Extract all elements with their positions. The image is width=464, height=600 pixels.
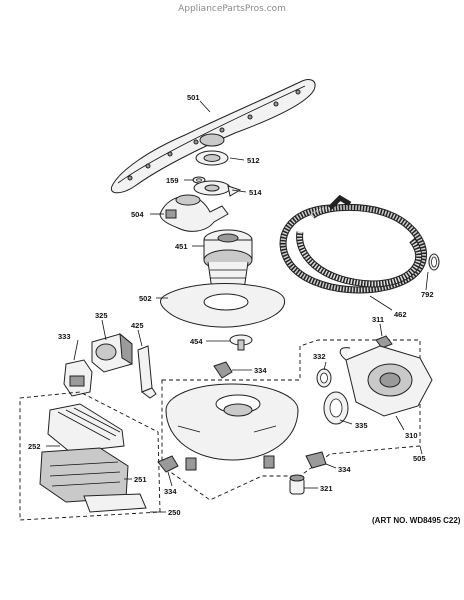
spray-arm-illustration <box>110 79 316 194</box>
callout-252: 252 <box>28 442 41 451</box>
wash-pump-illustration <box>339 345 433 417</box>
callout-792: 792 <box>421 290 434 299</box>
valve-illustration <box>289 474 305 495</box>
drain-hose-illustration <box>279 194 427 294</box>
clip-illustration-top <box>213 361 233 379</box>
clip-illustration-left <box>157 455 179 473</box>
seal-illustration <box>375 335 393 349</box>
callout-332: 332 <box>313 352 326 361</box>
bearing-ring-illustration <box>195 150 229 166</box>
part-callouts: 501 512 159 514 504 451 502 462 792 325 … <box>28 93 434 517</box>
callout-333: 333 <box>58 332 71 341</box>
callout-321: 321 <box>320 484 333 493</box>
leader-lines <box>46 100 429 513</box>
heater-assembly-illustration <box>39 403 147 513</box>
callout-159: 159 <box>166 176 179 185</box>
clamp-illustration <box>316 368 332 388</box>
callout-502: 502 <box>139 294 152 303</box>
callout-425: 425 <box>131 321 144 330</box>
callout-310: 310 <box>405 431 418 440</box>
callout-334-left: 334 <box>164 487 177 496</box>
art-number: (ART NO. WD8495 C22) <box>372 516 461 525</box>
sensor-illustration <box>63 359 93 397</box>
callout-325: 325 <box>95 311 108 320</box>
grommet-illustration <box>323 391 349 425</box>
manifold-illustration <box>159 194 229 232</box>
sump-cover-group-outline <box>19 391 161 521</box>
clip-illustration-right <box>305 451 327 469</box>
callout-250: 250 <box>168 508 181 517</box>
callout-512: 512 <box>247 156 260 165</box>
sump-group-outline <box>161 339 421 501</box>
circulation-motor-illustration <box>91 332 133 373</box>
callout-454: 454 <box>190 337 203 346</box>
callout-251: 251 <box>134 475 147 484</box>
sump-illustration <box>165 383 299 471</box>
hub-illustration <box>193 180 242 197</box>
callout-335: 335 <box>355 421 368 430</box>
callout-462: 462 <box>394 310 407 319</box>
callout-334-right: 334 <box>338 465 351 474</box>
filter-plate-illustration <box>160 283 286 328</box>
callout-334-top: 334 <box>254 366 267 375</box>
callout-311: 311 <box>372 315 384 324</box>
watermark: AppliancePartsPros.com <box>178 4 286 14</box>
callout-505: 505 <box>413 454 426 463</box>
nozzle-illustration <box>229 334 253 351</box>
callout-451: 451 <box>175 242 188 251</box>
callout-504: 504 <box>131 210 144 219</box>
callout-514: 514 <box>249 188 262 197</box>
bracket-illustration <box>137 345 157 399</box>
callout-501: 501 <box>187 93 200 102</box>
hose-clamp-illustration <box>428 253 440 271</box>
